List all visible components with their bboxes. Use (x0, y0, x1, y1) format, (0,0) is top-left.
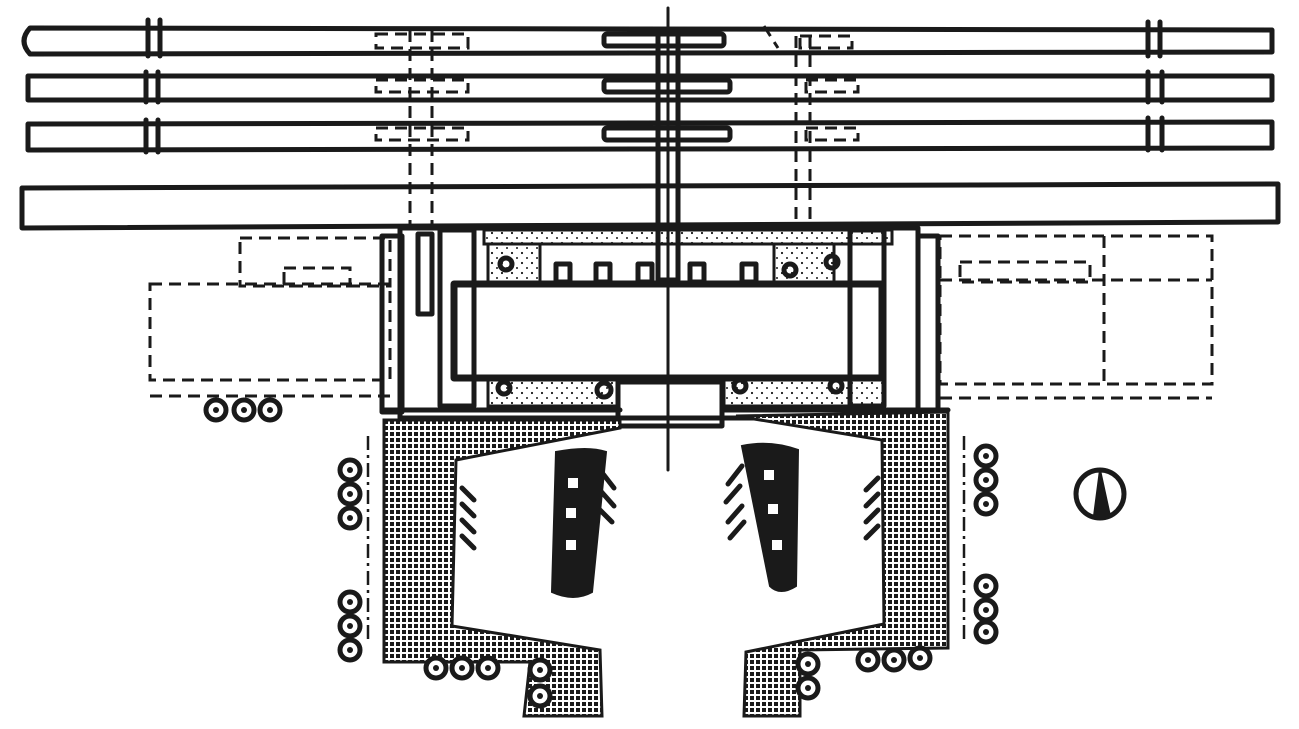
ticket-counters (553, 261, 759, 285)
tree-symbol-icon (973, 491, 999, 517)
tree-symbol-icon (795, 675, 821, 701)
north-arrow-icon (1073, 467, 1127, 521)
tree-symbol-icon (337, 481, 363, 507)
island-markers (566, 470, 782, 550)
station-building (381, 225, 951, 429)
tree-symbol-icon (973, 443, 999, 469)
tree-symbol-icon (907, 645, 933, 671)
tree-symbol-icon (423, 655, 449, 681)
track-band-1 (21, 17, 1275, 59)
tree-symbol-icon (337, 589, 363, 615)
west-wing (148, 231, 435, 415)
tree-symbol-icon (257, 397, 283, 423)
track-band-3 (25, 115, 1275, 155)
tree-symbol-icon (337, 637, 363, 663)
track-bands (19, 17, 1281, 231)
tree-symbol-icon (795, 651, 821, 677)
parking-stalls (459, 463, 881, 551)
tree-symbol-icon (203, 397, 229, 423)
tree-symbol-icon (337, 505, 363, 531)
tree-symbol-icon (973, 619, 999, 645)
tree-symbol-icon (475, 655, 501, 681)
tree-symbol-icon (337, 613, 363, 639)
tree-symbol-icon (449, 655, 475, 681)
underpasses (408, 25, 812, 230)
tree-symbol-icon (973, 573, 999, 599)
tree-symbol-icon (973, 597, 999, 623)
track-band-2 (25, 69, 1275, 105)
central-islands (550, 442, 800, 598)
tree-symbol-icon (337, 457, 363, 483)
tree-symbol-icon (855, 647, 881, 673)
tree-symbol-icon (527, 683, 553, 709)
tree-symbol-icon (527, 657, 553, 683)
tree-symbol-icon (973, 467, 999, 493)
tree-symbol-icon (881, 647, 907, 673)
trees (203, 397, 999, 709)
tree-symbol-icon (231, 397, 257, 423)
east-wing (915, 233, 1214, 415)
track-band-4 (19, 181, 1281, 231)
